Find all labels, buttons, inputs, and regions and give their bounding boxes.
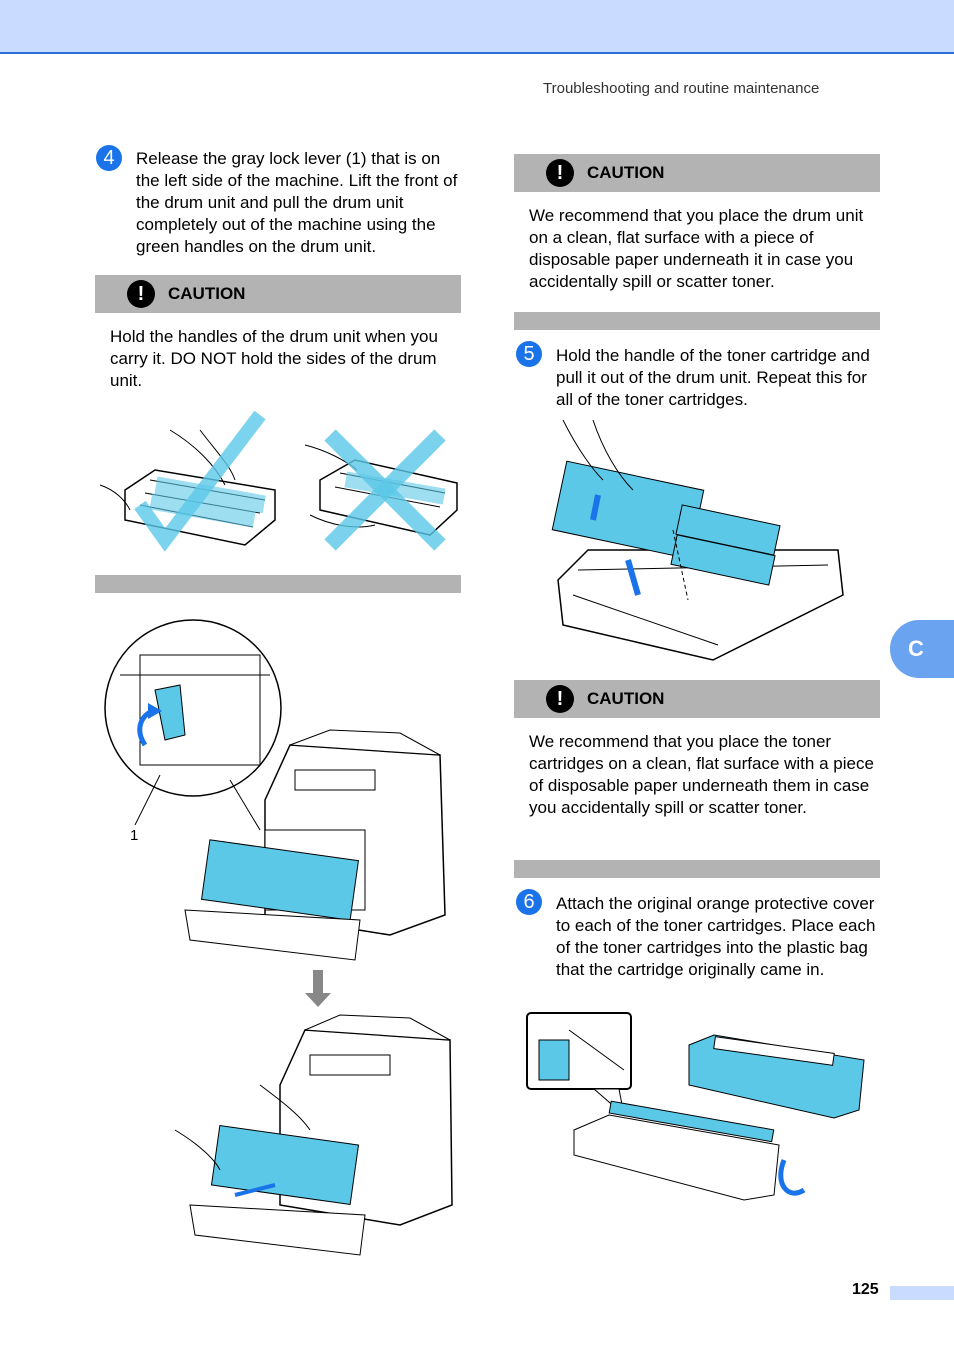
check-mark-icon — [134, 410, 266, 552]
chapter-tab: C — [890, 620, 954, 678]
drum-incorrect-carry — [304, 429, 458, 551]
drum-unit-lower — [210, 1124, 360, 1206]
lock-lever-detail-circle — [104, 619, 282, 797]
caution-icon: ! — [546, 685, 574, 713]
caution-end-bar-2 — [514, 312, 880, 330]
caution-header-3: ! CAUTION — [514, 680, 880, 718]
caution-label: CAUTION — [587, 689, 665, 708]
step-4-text: Release the gray lock lever (1) that is … — [136, 149, 458, 256]
caution-header-1: ! CAUTION — [95, 275, 461, 313]
drum-unit-upper — [200, 839, 360, 921]
caution-end-bar-1 — [95, 575, 461, 593]
caution-text-2: We recommend that you place the drum uni… — [529, 206, 864, 291]
lift-arrow-icon — [590, 494, 601, 521]
caution-label: CAUTION — [168, 284, 246, 303]
caution-label: CAUTION — [587, 163, 665, 182]
step-5-marker: 5 — [516, 341, 542, 367]
top-header-band — [0, 0, 954, 54]
attach-arrow-icon — [778, 1159, 806, 1196]
lock-lever-icon — [154, 684, 186, 741]
step-6-text: Attach the original orange protective co… — [556, 894, 876, 979]
figure-callout-1: 1 — [130, 827, 139, 844]
pull-arrow-icon — [234, 1183, 276, 1197]
caution-header-2: ! CAUTION — [514, 154, 880, 192]
running-header: Troubleshooting and routine maintenance — [543, 80, 820, 97]
caution-text-1: Hold the handles of the drum unit when y… — [110, 327, 438, 390]
caution-text-3: We recommend that you place the toner ca… — [529, 732, 874, 817]
drum-removal-illustration — [104, 619, 453, 1256]
page-number-bar — [890, 1286, 954, 1300]
step-5-text: Hold the handle of the toner cartridge a… — [556, 346, 870, 409]
drum-carry-illustration — [99, 410, 458, 552]
protective-cover-illustration — [526, 1012, 865, 1201]
step-4-marker: 4 — [96, 145, 122, 171]
caution-icon: ! — [127, 280, 155, 308]
page-number: 125 — [852, 1281, 879, 1298]
down-arrow-icon — [305, 993, 331, 1007]
toner-cartridge-uncovered — [573, 1114, 780, 1201]
drum-correct-carry — [99, 410, 276, 552]
toner-removal-illustration — [551, 420, 844, 661]
step-6-marker: 6 — [516, 889, 542, 915]
caution-icon: ! — [546, 159, 574, 187]
caution-end-bar-3 — [514, 860, 880, 878]
